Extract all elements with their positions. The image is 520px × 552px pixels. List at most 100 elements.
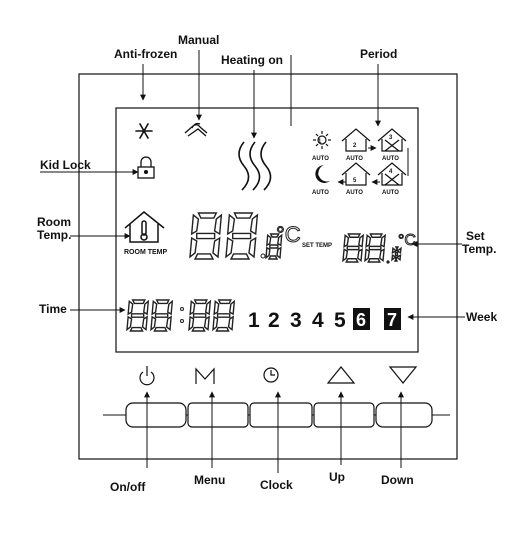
clock-digit-1-segment-2	[141, 315, 148, 331]
room-temp-label-line1: Room	[37, 215, 71, 229]
clock-digit-2	[150, 299, 174, 332]
clock-digit-1-segment-5	[127, 300, 134, 316]
auto-label-5: AUTO	[346, 190, 363, 196]
clock-digit-4-segment-6	[216, 313, 231, 318]
set-digit-3-segment-6	[394, 251, 399, 257]
room-digit-1-segment-3	[193, 253, 215, 260]
auto-label-6: AUTO	[312, 190, 329, 196]
auto-label-4: AUTO	[382, 190, 399, 196]
room-house-icon	[124, 211, 165, 243]
house-period-2-icon	[341, 128, 371, 152]
set-temp-label-line2: Temp.	[462, 242, 496, 256]
heating-on-label: Heating on	[221, 53, 283, 67]
clock-digit-4-segment-1	[228, 299, 236, 316]
set-digit-1-segment-5	[343, 233, 350, 249]
clock-digit-3	[188, 299, 212, 332]
set-temp-digits	[342, 233, 402, 263]
set-digit-2	[364, 233, 387, 263]
room-temp-label-line2: Temp.	[37, 228, 71, 242]
room-digit-1	[189, 212, 223, 260]
clock-label: Clock	[260, 478, 293, 492]
clock-colon-top	[180, 307, 184, 311]
period-number-6: 6	[318, 172, 322, 178]
set-digit-1-segment-4	[342, 248, 349, 263]
set-digit-3-segment-3	[393, 257, 399, 262]
set-digit-1-segment-1	[358, 233, 365, 248]
room-digit-3-segment-4	[265, 246, 271, 260]
set-digit-2-segment-0	[369, 233, 384, 238]
room-digit-1-segment-5	[190, 213, 200, 236]
set-digit-3-segment-4	[391, 254, 397, 262]
set-digit-1-segment-0	[347, 233, 362, 238]
up-label: Up	[329, 470, 345, 484]
room-digit-2-segment-5	[226, 213, 236, 236]
room-digit-1-segment-6	[196, 232, 216, 240]
room-decimal-point	[260, 253, 266, 259]
period-number-3: 3	[389, 135, 393, 141]
room-digit-3-segment-5	[266, 233, 272, 247]
weekday-4: 4	[312, 309, 324, 332]
house-period-5-icon	[341, 162, 371, 186]
house-period-4-icon	[377, 162, 407, 186]
weekday-6-highlight	[353, 308, 370, 330]
set-digit-3	[391, 246, 402, 262]
clock-digit-3-segment-6	[192, 313, 207, 318]
clock-digit-2-segment-5	[151, 300, 158, 316]
down-button[interactable]	[375, 402, 433, 428]
power-icon	[139, 366, 155, 386]
clock-digit-3-segment-0	[193, 299, 208, 305]
house-period-3-icon	[377, 128, 407, 152]
anti-frozen-label: Anti-frozen	[114, 47, 177, 61]
clock-digit-1-segment-3	[129, 326, 144, 332]
set-digit-1	[342, 233, 365, 263]
set-temp-tag: SET TEMP	[302, 243, 332, 249]
on-off-button[interactable]	[125, 402, 187, 428]
room-digit-3-segment-2	[276, 246, 282, 260]
kid-lock-label: Kid Lock	[40, 158, 91, 172]
set-digit-1-segment-3	[345, 258, 359, 263]
room-digit-2-segment-1	[249, 213, 259, 236]
set-digit-2-segment-6	[368, 245, 382, 251]
clock-digit-2-segment-6	[154, 313, 169, 318]
room-digit-2-segment-6	[232, 232, 252, 240]
snowflake-icon	[135, 123, 153, 139]
lcd-screen	[115, 107, 419, 353]
room-digit-2-segment-3	[229, 253, 251, 260]
weekday-2: 2	[268, 309, 280, 332]
period-label: Period	[360, 47, 397, 61]
moon-icon	[315, 165, 330, 183]
room-digit-3-segment-0	[269, 233, 280, 238]
weekday-3: 3	[290, 309, 302, 332]
clock-digit-4-segment-3	[215, 326, 230, 332]
set-digit-2-segment-1	[380, 233, 387, 248]
sun-icon	[313, 131, 331, 149]
hand-icon	[184, 122, 208, 137]
menu-button[interactable]	[187, 402, 249, 428]
down-label: Down	[381, 473, 414, 487]
room-temp-unit: °C	[276, 222, 301, 247]
room-digit-1-segment-1	[213, 213, 223, 236]
auto-label-3: AUTO	[382, 156, 399, 162]
menu-m-icon	[195, 367, 215, 384]
room-digit-2-segment-0	[233, 212, 254, 219]
room-digit-1-segment-0	[197, 212, 218, 219]
period-number-5: 5	[353, 178, 357, 184]
lock-icon	[137, 156, 155, 179]
clock-button[interactable]	[249, 402, 313, 428]
device-frame	[78, 73, 458, 460]
clock-digit-1	[126, 299, 150, 332]
time-label: Time	[39, 302, 67, 316]
manual-label: Manual	[178, 33, 219, 47]
set-digit-2-segment-3	[367, 258, 381, 263]
set-digit-1-segment-6	[346, 245, 360, 251]
room-temp-digits	[189, 212, 283, 260]
up-button[interactable]	[313, 402, 375, 428]
clock-digit-4-segment-5	[213, 300, 220, 316]
room-digit-1-segment-2	[212, 236, 221, 259]
clock-digit-4-segment-0	[217, 299, 232, 305]
room-digit-3-segment-3	[267, 255, 279, 260]
period-number-4: 4	[389, 169, 393, 175]
clock-digit-4	[212, 299, 236, 332]
auto-label-1: AUTO	[312, 156, 329, 162]
